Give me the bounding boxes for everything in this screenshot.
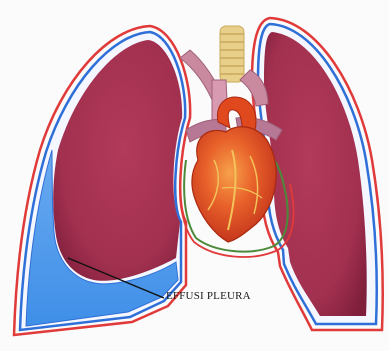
heart-body	[192, 127, 276, 242]
trachea	[220, 26, 244, 82]
right-lung-tissue	[264, 32, 367, 316]
effusion-label: EFFUSI PLEURA	[166, 290, 251, 302]
left-lung	[14, 26, 190, 335]
left-lung-tissue	[53, 40, 182, 281]
